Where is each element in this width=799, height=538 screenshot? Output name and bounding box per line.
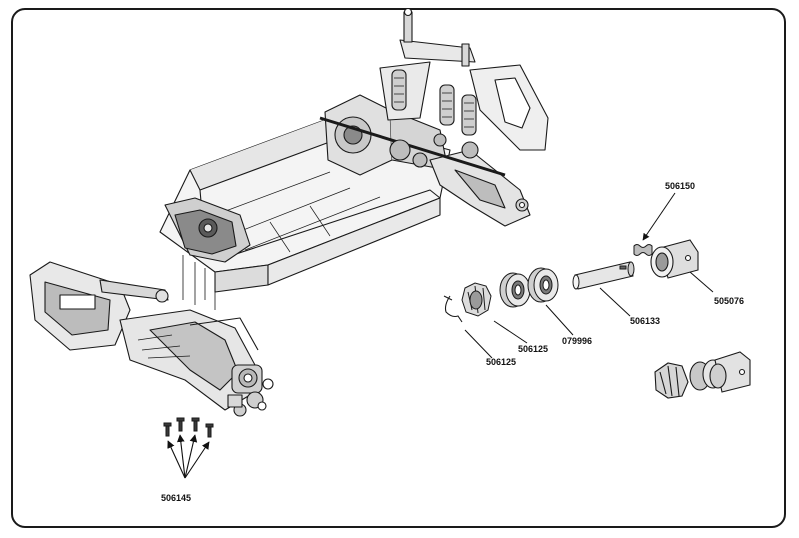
part-number-506133: 506133	[630, 316, 661, 326]
part-number-079996: 079996	[562, 336, 593, 346]
bearing-1-part	[499, 272, 531, 308]
spring-part	[633, 244, 653, 256]
shaft-part	[572, 261, 635, 290]
part-number-506150: 506150	[665, 181, 696, 191]
assembled-differential	[654, 351, 751, 399]
leader-lines	[464, 192, 714, 359]
part-number-505076: 505076	[714, 296, 745, 306]
part-number-506125-bearing: 506125	[518, 344, 549, 354]
chassis-assembly	[159, 7, 549, 310]
rear-suspension-assembly	[29, 261, 274, 417]
bevel-gear-part	[461, 282, 492, 317]
drive-cup-part	[650, 239, 699, 279]
clip-part	[443, 295, 463, 323]
bearing-2-part	[527, 267, 559, 303]
screws-506145	[163, 417, 214, 438]
part-number-506125-gear: 506125	[486, 357, 517, 367]
part-number-506145: 506145	[161, 493, 192, 503]
callout-arrows-506145	[167, 434, 210, 479]
